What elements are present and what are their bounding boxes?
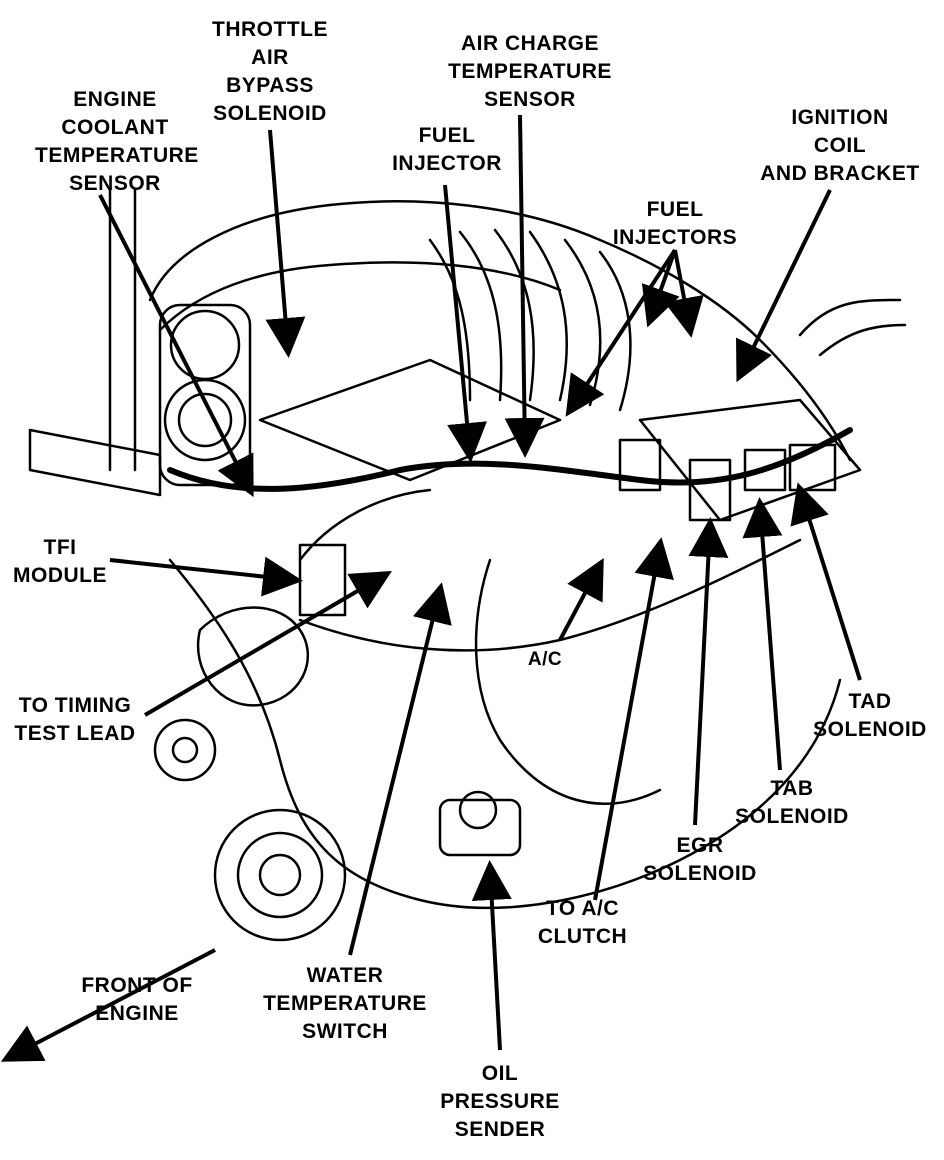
label-line: A/C <box>527 649 563 670</box>
label-line: TEMPERATURE <box>448 60 612 83</box>
label-line: FUEL <box>646 198 704 221</box>
leader-egr-solenoid <box>688 517 729 826</box>
leader-oil-pressure <box>471 860 512 1051</box>
label-line: THROTTLE <box>212 18 328 41</box>
label-ac: A/C <box>510 646 580 674</box>
label-line: ENGINE <box>73 88 157 111</box>
leader-ac <box>558 557 604 641</box>
leader-fuel-injectors-c <box>641 249 680 328</box>
leader-water-temp-switch <box>348 582 452 956</box>
label-line: TAB <box>770 777 814 800</box>
label-to-timing-test-lead: TO TIMING TEST LEAD <box>0 692 150 748</box>
leader-lines <box>0 114 862 1062</box>
label-line: MODULE <box>13 564 107 587</box>
leader-fuel-injector <box>443 184 487 463</box>
leader-tad-solenoid <box>790 482 862 681</box>
label-line: SOLENOID <box>643 862 757 885</box>
label-line: INJECTORS <box>612 226 738 249</box>
label-line: SENSOR <box>69 172 161 195</box>
label-line: IGNITION <box>791 106 889 129</box>
label-fuel-injectors: FUEL INJECTORS <box>600 196 750 252</box>
label-line: TO A/C <box>545 897 619 920</box>
label-line: BYPASS <box>226 74 314 97</box>
leader-timing-test-lead <box>143 570 392 717</box>
label-line: FUEL <box>418 124 476 147</box>
label-tad-solenoid: TAD SOLENOID <box>800 688 940 744</box>
leader-front-of-engine <box>0 948 216 1062</box>
label-line: COIL <box>813 134 867 157</box>
label-line: TEST LEAD <box>14 722 136 745</box>
label-air-charge-temperature-sensor: AIR CHARGE TEMPERATURE SENSOR <box>435 30 625 114</box>
label-line: TEMPERATURE <box>35 144 199 167</box>
leader-engine-coolant <box>98 194 254 498</box>
label-line: AIR <box>251 46 289 69</box>
label-tab-solenoid: TAB SOLENOID <box>722 775 862 831</box>
label-line: ENGINE <box>95 1002 179 1025</box>
label-tfi-module: TFI MODULE <box>0 534 120 590</box>
label-line: OIL <box>481 1062 519 1085</box>
leader-throttle-air-bypass <box>265 129 306 358</box>
label-to-ac-clutch: TO A/C CLUTCH <box>525 895 640 951</box>
leader-fuel-injectors-b <box>664 249 704 338</box>
label-line: SOLENOID <box>735 805 849 828</box>
label-line: EGR <box>676 834 724 857</box>
label-line: TO TIMING <box>18 694 132 717</box>
label-engine-coolant-temperature-sensor: ENGINE COOLANT TEMPERATURE SENSOR <box>35 86 199 198</box>
label-line: TFI <box>43 536 77 559</box>
label-throttle-air-bypass-solenoid: THROTTLE AIR BYPASS SOLENOID <box>195 16 345 128</box>
leader-tab-solenoid <box>742 497 783 771</box>
label-line: SWITCH <box>302 1020 388 1043</box>
label-line: SENSOR <box>484 88 576 111</box>
leader-tfi-module <box>109 556 303 597</box>
label-line: INJECTOR <box>392 152 502 175</box>
label-oil-pressure-sender: OIL PRESSURE SENDER <box>420 1060 580 1144</box>
leader-to-ac-clutch <box>593 537 674 901</box>
label-line: SENDER <box>454 1118 546 1141</box>
leader-ignition-coil <box>736 189 832 383</box>
label-front-of-engine: FRONT OF ENGINE <box>62 972 212 1028</box>
leader-air-charge <box>504 114 545 458</box>
label-water-temperature-switch: WATER TEMPERATURE SWITCH <box>250 962 440 1046</box>
label-line: PRESSURE <box>440 1090 560 1113</box>
label-line: SOLENOID <box>213 102 327 125</box>
label-ignition-coil-and-bracket: IGNITION COIL AND BRACKET <box>745 104 935 188</box>
label-line: WATER <box>306 964 384 987</box>
label-line: COOLANT <box>61 116 169 139</box>
label-egr-solenoid: EGR SOLENOID <box>630 832 770 888</box>
leader-fuel-injectors-a <box>565 248 677 417</box>
label-line: TAD <box>848 690 892 713</box>
label-fuel-injector: FUEL INJECTOR <box>382 122 512 178</box>
label-line: FRONT OF <box>81 974 193 997</box>
label-line: SOLENOID <box>813 718 927 741</box>
label-line: TEMPERATURE <box>263 992 427 1015</box>
label-line: AIR CHARGE <box>460 32 599 55</box>
label-line: CLUTCH <box>537 925 628 948</box>
label-line: AND BRACKET <box>760 162 920 185</box>
